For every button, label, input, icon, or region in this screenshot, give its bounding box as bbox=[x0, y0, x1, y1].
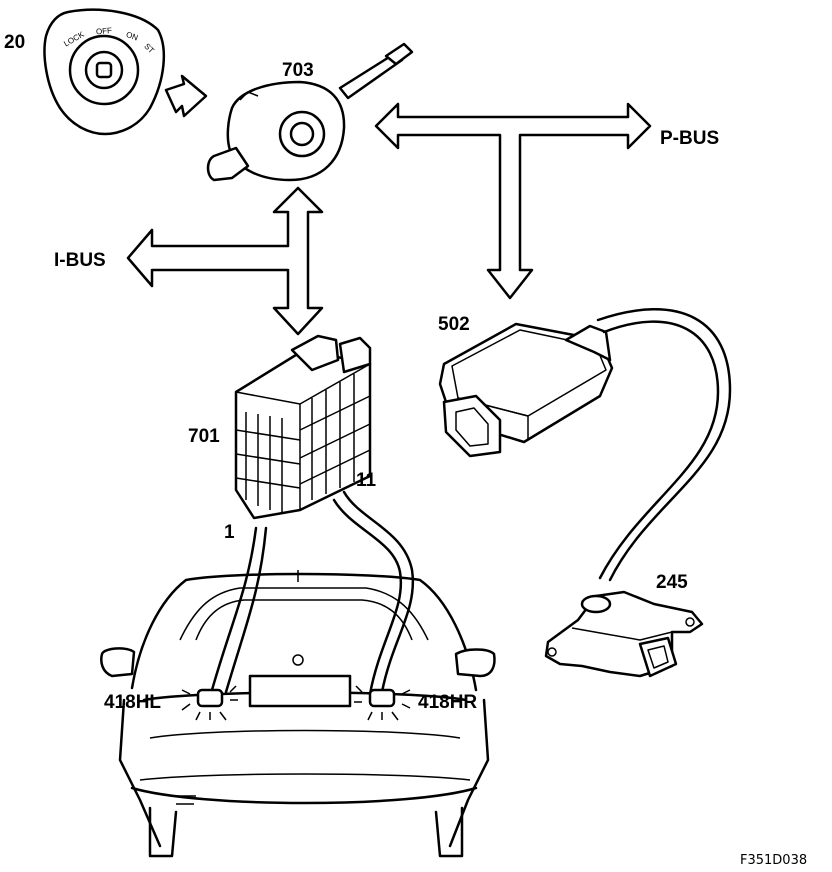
ignition-arrow bbox=[164, 74, 208, 118]
label-245: 245 bbox=[656, 572, 688, 593]
ignition-switch: LOCK OFF ON ST bbox=[43, 8, 166, 136]
label-i-bus: I-BUS bbox=[54, 250, 106, 271]
lamp-left bbox=[181, 685, 238, 721]
wire-right-outer bbox=[342, 490, 415, 694]
position-on: ON bbox=[125, 30, 140, 43]
wire-left-outer bbox=[210, 526, 258, 692]
i-bus-arrow bbox=[126, 186, 324, 336]
figure-code: F351D038 bbox=[740, 853, 807, 868]
wire-right-inner bbox=[332, 498, 403, 696]
label-20: 20 bbox=[4, 32, 25, 53]
label-418hr: 418HR bbox=[418, 692, 477, 713]
car-rear bbox=[100, 570, 496, 858]
wire-left-inner bbox=[224, 526, 268, 694]
steering-switch bbox=[206, 42, 414, 182]
label-701: 701 bbox=[188, 426, 220, 447]
label-418hl: 418HL bbox=[104, 692, 161, 713]
sensor-cable-inner bbox=[598, 320, 720, 580]
gear-sensor bbox=[544, 590, 704, 678]
label-pin-11: 11 bbox=[356, 470, 377, 491]
lamp-right bbox=[354, 685, 411, 721]
p-bus-arrow bbox=[374, 102, 652, 300]
central-electronics bbox=[234, 334, 372, 520]
control-module bbox=[438, 322, 614, 458]
sensor-cable-outer bbox=[596, 308, 732, 582]
label-p-bus: P-BUS bbox=[660, 128, 719, 149]
label-pin-1: 1 bbox=[224, 522, 235, 543]
label-703: 703 bbox=[282, 60, 314, 81]
label-502: 502 bbox=[438, 314, 470, 335]
position-off: OFF bbox=[96, 26, 113, 36]
